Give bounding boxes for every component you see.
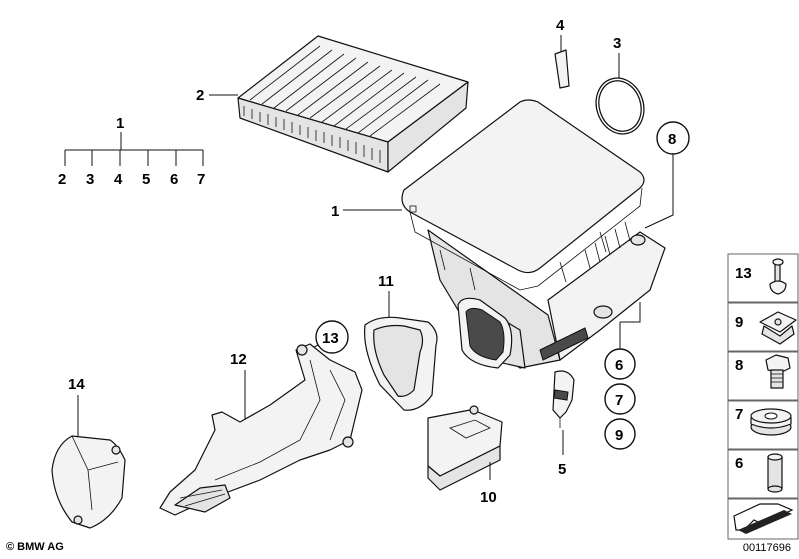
svg-text:13: 13 [322,330,339,347]
label-12: 12 [230,351,247,368]
panel-label-9: 9 [735,314,743,331]
tree-root-label: 1 [116,115,124,132]
label-11: 11 [378,273,394,290]
panel-label-13: 13 [735,265,752,282]
air-filter-housing[interactable]: 1 [331,99,666,369]
panel-cell-6[interactable] [727,449,799,499]
diagram-number: 00117696 [742,542,791,554]
callout-9: 9 [604,418,636,450]
direction-arrow-icon [733,503,794,534]
grommet-icon [750,408,792,436]
label-4: 4 [556,17,565,34]
tree-lines [64,132,204,166]
intake-funnel-part-11[interactable]: 11 [363,273,438,411]
panel-cell-13[interactable] [727,253,799,303]
label-tree: 1 2 3 4 5 6 7 [58,115,205,188]
callout-7: 7 [604,383,636,415]
label-14: 14 [68,376,85,393]
bolt-icon [765,354,791,389]
tree-child-label: 2 [58,171,66,188]
bracket-part-10[interactable]: 10 [427,405,503,506]
panel-label-6: 6 [735,455,743,472]
cover-part-14[interactable]: 14 [51,376,126,529]
tree-child-label: 4 [114,171,123,188]
sensor-part-5[interactable]: 5 [552,370,575,478]
sleeve-icon [767,453,783,493]
callout-8: 8 [644,121,690,229]
push-pin-icon [769,258,787,295]
svg-text:7: 7 [615,392,623,409]
callout-13: 13 [304,320,349,354]
tree-child-label: 3 [86,171,94,188]
label-2: 2 [196,87,204,104]
label-10: 10 [480,489,497,506]
label-3: 3 [613,35,621,52]
spring-nut-icon [759,311,797,345]
svg-text:8: 8 [668,131,676,148]
callout-6: 6 [604,348,636,380]
sealing-ring-part-3[interactable]: 3 [591,35,650,138]
air-filter-element[interactable]: 2 [196,35,469,173]
copyright-text: © BMW AG [6,541,64,553]
tree-child-label: 5 [142,171,150,188]
tree-child-label: 7 [197,171,205,188]
panel-label-8: 8 [735,357,743,374]
air-duct-part-12[interactable]: 12 [159,343,363,516]
svg-text:6: 6 [615,357,623,374]
clip-part-4[interactable]: 4 [554,17,570,89]
label-1-housing: 1 [331,203,339,220]
leader-housing [620,302,641,323]
label-5: 5 [558,461,566,478]
side-panel: 13 9 8 7 6 [727,253,799,540]
tree-child-label: 6 [170,171,178,188]
panel-label-7: 7 [735,406,743,423]
svg-text:9: 9 [615,427,623,444]
